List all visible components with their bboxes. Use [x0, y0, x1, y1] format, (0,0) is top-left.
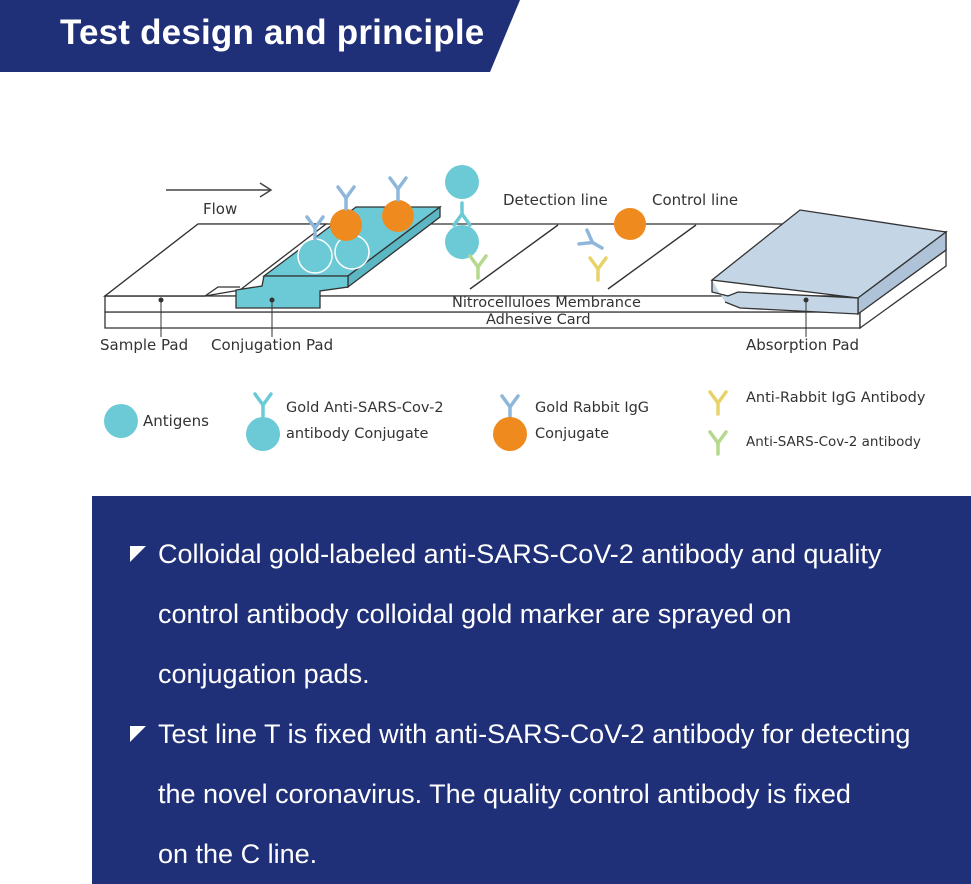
diagram-svg: Flow: [100, 165, 948, 456]
svg-text:antibody Conjugate: antibody Conjugate: [286, 426, 428, 442]
legend-gold-rabbit: Gold Rabbit IgG Conjugate: [493, 394, 649, 451]
conjugation-pad-label: Conjugation Pad: [211, 336, 333, 354]
description-panel: Colloidal gold-labeled anti-SARS-CoV-2 a…: [92, 496, 971, 884]
absorption-pad-label: Absorption Pad: [746, 336, 859, 354]
legend: Antigens Gold Anti-SARS-Cov-2 antibody C…: [104, 390, 926, 456]
flow-label: Flow: [203, 200, 237, 218]
control-line-label: Control line: [652, 191, 738, 209]
banner-shape: [0, 0, 520, 72]
svg-text:Anti-SARS-Cov-2 antibody: Anti-SARS-Cov-2 antibody: [746, 434, 921, 450]
test-strip-diagram: Flow: [0, 72, 971, 497]
flow-arrow: [166, 182, 273, 198]
bullet-item: Test line T is fixed with anti-SARS-CoV-…: [130, 704, 960, 884]
anti-sars-icon: [708, 430, 728, 456]
triangle-bullet-icon: [130, 726, 146, 742]
svg-text:Gold Anti-SARS-Cov-2: Gold Anti-SARS-Cov-2: [286, 400, 444, 416]
page-title: Test design and principle: [60, 13, 485, 52]
legend-gold-anti-sars: Gold Anti-SARS-Cov-2 antibody Conjugate: [246, 392, 444, 451]
anti-rabbit-icon: [708, 390, 728, 416]
header-banner: Test design and principle: [0, 0, 971, 72]
svg-text:Gold Rabbit IgG: Gold Rabbit IgG: [535, 400, 649, 416]
legend-antigens: Antigens: [104, 404, 209, 438]
detection-line-label: Detection line: [503, 191, 608, 209]
triangle-bullet-icon: [130, 546, 146, 562]
bullet-item: Colloidal gold-labeled anti-SARS-CoV-2 a…: [130, 524, 960, 704]
conjugate-particles: [297, 176, 414, 274]
control-line: [607, 224, 697, 290]
rabbit-conjugate-icon: [500, 394, 520, 420]
membrane-label: Nitrocelluloes Membrance: [452, 295, 641, 311]
gold-antibody-icon: [253, 392, 273, 418]
sample-pad-label: Sample Pad: [100, 336, 188, 354]
svg-text:Anti-Rabbit IgG Antibody: Anti-Rabbit IgG Antibody: [746, 390, 926, 406]
adhesive-label: Adhesive Card: [486, 312, 591, 328]
detection-line: [469, 224, 559, 290]
absorption-pad: [710, 209, 948, 316]
svg-text:Antigens: Antigens: [143, 412, 209, 430]
legend-anti-rabbit: Anti-Rabbit IgG Antibody: [708, 390, 926, 416]
antigen-icon: [104, 404, 138, 438]
svg-text:Conjugate: Conjugate: [535, 426, 609, 442]
migrating-complex: [445, 165, 488, 280]
control-complex: [577, 208, 646, 282]
legend-anti-sars: Anti-SARS-Cov-2 antibody: [708, 430, 921, 456]
sample-pad: [103, 223, 328, 297]
